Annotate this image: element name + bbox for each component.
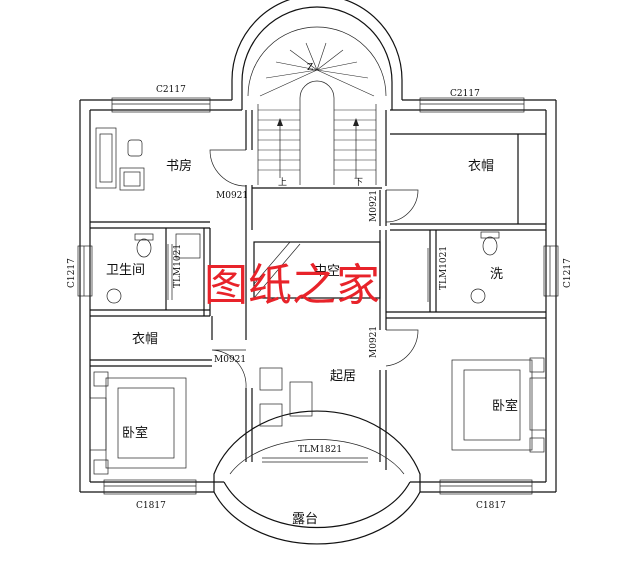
sliding-code-living: TLM1821 — [298, 445, 342, 455]
room-label-void: 中空 — [314, 264, 340, 279]
svg-text:Z: Z — [307, 63, 313, 73]
room-label-bedroom-right: 卧室 — [492, 398, 518, 414]
room-label-wash-right: 洗 — [490, 267, 503, 282]
stair-tower: Z — [231, 0, 403, 185]
balcony-arc — [213, 410, 421, 545]
sliding-code-bath-right: TLM1021 — [439, 246, 449, 290]
door-code-wardrobe-right: M0921 — [369, 190, 379, 222]
room-label-wardrobe-left: 衣帽 — [132, 331, 158, 347]
room-label-wardrobe-right: 衣帽 — [468, 158, 494, 174]
interior-walls — [90, 110, 546, 470]
window-code-bottom-right: C1817 — [476, 501, 506, 511]
room-label-bathroom-left: 卫生间 — [106, 263, 145, 278]
sliding-code-bath-left: TLM1021 — [173, 244, 183, 288]
room-label-living: 起居 — [330, 369, 356, 384]
doors — [167, 149, 429, 463]
door-code-bedroom-left: M0921 — [214, 355, 246, 365]
door-code-bedroom-right: M0921 — [369, 326, 379, 358]
watermark-text: 图纸之家 — [204, 260, 380, 311]
window-code-bottom-left: C1817 — [136, 501, 166, 511]
window-code-side-left: C1217 — [67, 258, 77, 288]
window-code-top-left: C2117 — [156, 85, 186, 95]
stair-up-label: 上 — [278, 177, 287, 188]
door-code-study: M0921 — [216, 191, 248, 201]
room-label-balcony: 露台 — [292, 512, 318, 527]
outer-walls — [77, 97, 559, 495]
window-code-side-right: C1217 — [563, 258, 573, 288]
window-code-top-right: C2117 — [450, 89, 480, 99]
void-opening — [253, 241, 381, 299]
furniture — [89, 127, 547, 475]
room-label-bedroom-left: 卧室 — [122, 425, 148, 441]
stair-down-label: 下 — [354, 178, 363, 188]
room-label-study: 书房 — [166, 158, 192, 174]
